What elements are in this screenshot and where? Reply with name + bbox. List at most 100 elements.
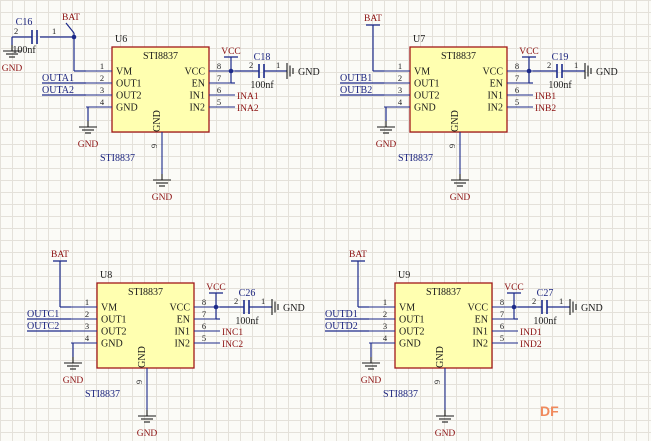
capacitor-ref: C16	[16, 17, 33, 28]
net-label: OUTC1	[27, 309, 59, 320]
ground-label: GND	[581, 303, 603, 314]
capacitor-vcc	[541, 300, 548, 314]
junction-dot	[228, 68, 234, 74]
ic-part-label: STI8837	[398, 153, 433, 164]
ic-body	[409, 46, 508, 133]
ic-body	[96, 282, 195, 369]
pin-number: 2	[249, 60, 253, 70]
pin-name: VCC	[467, 303, 488, 314]
ic-part-label: STI8837	[85, 389, 120, 400]
net-label: INB1	[535, 92, 556, 102]
net-label: INB2	[535, 104, 556, 114]
capacitor-value: 100nf	[533, 316, 557, 327]
pin-name: GND	[399, 339, 421, 350]
net-label: OUTD2	[325, 321, 358, 332]
ic-reference: U9	[398, 270, 410, 281]
pin-name: IN1	[472, 327, 488, 338]
bat-wire	[65, 22, 75, 34]
ic-part-label: STI8837	[100, 153, 135, 164]
ic-body	[111, 46, 210, 133]
ground-symbol	[584, 63, 592, 79]
pin-number: 7	[515, 73, 519, 83]
pin-number: 2	[532, 296, 536, 306]
ground-label: GND	[63, 376, 84, 386]
pin-number: 8	[202, 297, 206, 307]
pin-name: GND	[450, 110, 461, 132]
ground-label: GND	[450, 193, 471, 203]
pin-number: 3	[398, 85, 402, 95]
pin-number: 6	[217, 85, 221, 95]
pin-name: OUT1	[399, 315, 425, 326]
ground-symbol	[362, 357, 380, 370]
pin-name: VM	[116, 67, 132, 78]
driver-block-u6: U6STI88371VM2OUT1OUTA13OUT2OUTA24GND8VCC…	[2, 13, 320, 203]
pin-number: 7	[217, 73, 221, 83]
capacitor-vcc	[243, 300, 250, 314]
pin-name: VM	[101, 303, 117, 314]
pin-number: 3	[85, 321, 89, 331]
pin-name: VCC	[482, 67, 503, 78]
capacitor-value: 100nf	[548, 80, 572, 91]
pin-number: 1	[276, 60, 280, 70]
pin-name: EN	[192, 79, 205, 90]
bat-label: BAT	[62, 13, 80, 23]
pin-number: 4	[398, 97, 403, 107]
pin-number: 3	[100, 85, 104, 95]
pin-name: IN2	[174, 339, 190, 350]
ground-label: GND	[435, 429, 456, 439]
capacitor-ref: C18	[254, 52, 271, 63]
pin-number: 2	[14, 26, 18, 36]
ground-symbol	[377, 121, 395, 134]
ground-label: GND	[596, 67, 618, 78]
pin-number: 2	[100, 73, 104, 83]
bat-label: BAT	[349, 250, 367, 260]
ground-symbol	[138, 410, 156, 423]
ic-reference: U6	[115, 34, 127, 45]
pin-number: 1	[261, 296, 265, 306]
pin-number: 8	[515, 61, 519, 71]
pin-name: IN1	[174, 327, 190, 338]
capacitor-c16	[31, 30, 38, 44]
pin-name: GND	[116, 103, 138, 114]
ic-part-number: STI8837	[426, 287, 461, 298]
ground-label: GND	[376, 140, 397, 150]
net-label: INC2	[222, 340, 243, 350]
net-label: INA2	[237, 104, 259, 114]
ic-part-label: STI8837	[383, 389, 418, 400]
pin-number: 1	[52, 26, 56, 36]
pin-number: 1	[85, 297, 89, 307]
watermark: DF	[540, 403, 559, 419]
pin-number: 6	[515, 85, 519, 95]
net-label: IND1	[520, 328, 542, 338]
net-label: INC1	[222, 328, 243, 338]
pin-number: 9	[432, 380, 442, 384]
junction-dot	[213, 304, 219, 310]
pin-name: VCC	[169, 303, 190, 314]
ground-symbol	[569, 299, 577, 315]
capacitor-value: 100nf	[12, 45, 36, 56]
pin-name: EN	[490, 79, 503, 90]
pin-number: 2	[383, 309, 387, 319]
pin-number: 4	[85, 333, 90, 343]
pin-number: 1	[574, 60, 578, 70]
pin-number: 1	[383, 297, 387, 307]
pin-name: GND	[152, 110, 163, 132]
ground-symbol	[286, 63, 294, 79]
capacitor-ref: C19	[552, 52, 569, 63]
pin-number: 5	[500, 333, 504, 343]
pin-name: EN	[475, 315, 488, 326]
net-label: INA1	[237, 92, 259, 102]
driver-block-u7: U7STI88371VM2OUT1OUTB13OUT2OUTB24GND8VCC…	[340, 14, 618, 203]
pin-number: 1	[559, 296, 563, 306]
driver-block-u9: U9STI88371VM2OUT1OUTD13OUT2OUTD24GND8VCC…	[325, 250, 603, 439]
net-label: OUTC2	[27, 321, 59, 332]
pin-number: 4	[100, 97, 105, 107]
ground-symbol	[79, 121, 97, 134]
ground-symbol	[451, 174, 469, 187]
pin-name: VM	[414, 67, 430, 78]
ic-reference: U8	[100, 270, 112, 281]
capacitor-vcc	[556, 64, 563, 78]
pin-number: 6	[202, 321, 206, 331]
